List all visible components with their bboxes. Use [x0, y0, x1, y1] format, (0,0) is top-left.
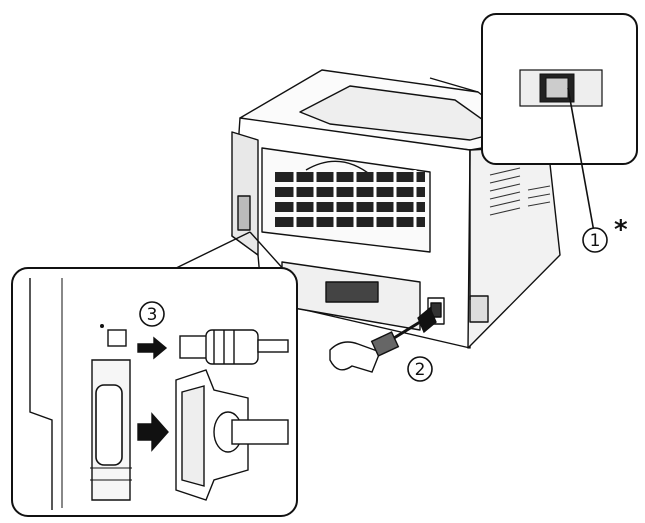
arrow-icon: [137, 336, 168, 360]
arrow-icon: [417, 306, 437, 334]
callout-2-number: 2: [415, 360, 426, 380]
usb-cable-icon: [137, 329, 289, 365]
callout-3-number: 3: [147, 305, 158, 325]
parallel-cable-icon: [137, 369, 289, 501]
arrow-icon: [137, 412, 169, 452]
printer-rear-view: [231, 69, 561, 349]
power-switch-detail: [469, 13, 638, 300]
callout-1-power-switch: 1 *: [582, 215, 628, 253]
callout-1-number: 1: [590, 231, 601, 251]
connector-detail: [11, 231, 298, 517]
callout-1-asterisk: *: [614, 215, 628, 245]
power-plug-icon: [329, 306, 437, 373]
callout-2-power-cord: 2: [407, 356, 433, 382]
callout-3-interface-cables: 3: [139, 301, 165, 327]
